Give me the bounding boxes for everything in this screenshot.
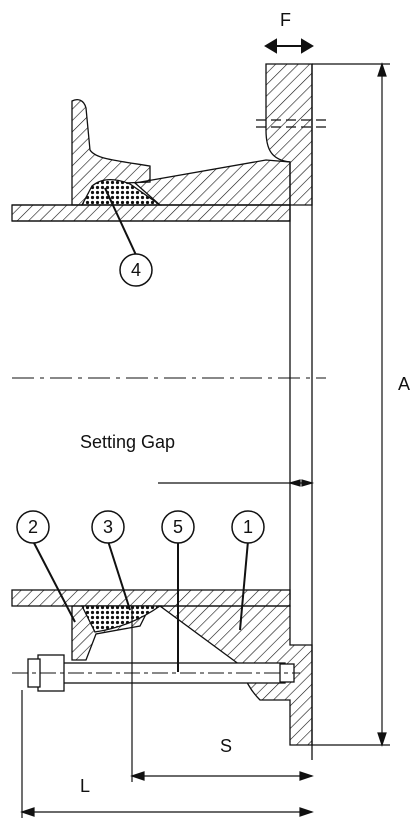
- dimension-a: [312, 62, 390, 747]
- dimension-l: [20, 690, 314, 818]
- dimension-l-label: L: [80, 776, 90, 796]
- callout-3-number: 3: [103, 517, 113, 537]
- callout-2-number: 2: [28, 517, 38, 537]
- bolt-assembly: [12, 654, 300, 692]
- callout-5-number: 5: [173, 517, 183, 537]
- callout-5: 5: [161, 510, 195, 672]
- callout-4-number: 4: [131, 260, 141, 280]
- dimension-f: [264, 38, 314, 54]
- dimension-a-label: A: [398, 374, 410, 394]
- lower-gasket: [80, 605, 163, 633]
- callout-2: 2: [16, 510, 76, 623]
- callout-1-number: 1: [243, 517, 253, 537]
- upper-pipe-wall: [11, 204, 291, 222]
- callout-3: 3: [91, 510, 131, 611]
- callout-4: 4: [104, 187, 153, 287]
- lower-pipe-wall: [11, 589, 291, 607]
- dimension-f-label: F: [280, 10, 291, 30]
- setting-gap-label: Setting Gap: [80, 432, 175, 452]
- setting-gap-dimension: [158, 479, 315, 487]
- upper-gasket: [80, 179, 163, 206]
- dimension-s: [130, 606, 314, 782]
- dimension-s-label: S: [220, 736, 232, 756]
- callout-1: 1: [231, 510, 265, 631]
